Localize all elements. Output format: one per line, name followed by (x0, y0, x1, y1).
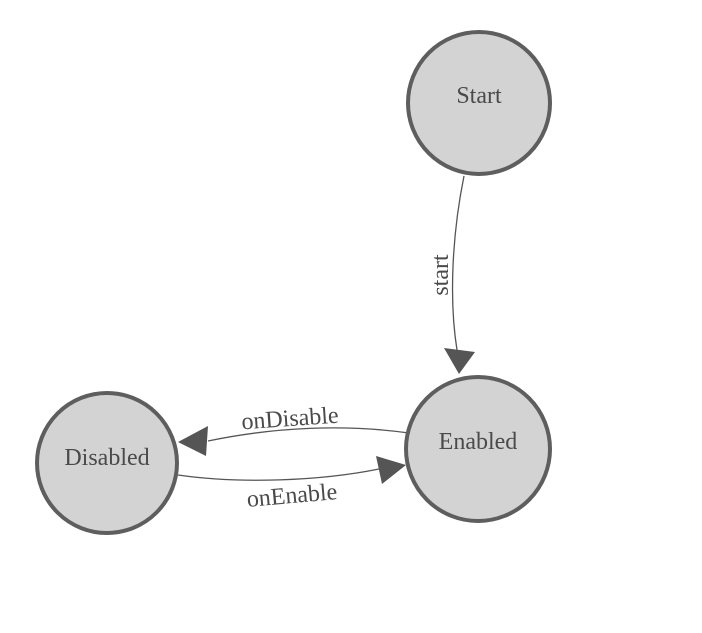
arrowhead-disabled-to-enabled-icon (376, 456, 406, 484)
edge-disabled-to-enabled[interactable]: onEnable (177, 456, 406, 513)
edge-start-to-enabled[interactable]: start (428, 175, 475, 374)
state-label-disabled: Disabled (64, 445, 149, 471)
edge-line-enabled-to-disabled[interactable] (207, 427, 410, 442)
state-node-enabled[interactable]: Enabled (404, 375, 552, 523)
state-circle-start[interactable] (406, 30, 552, 176)
state-node-start[interactable]: Start (406, 30, 552, 176)
arrowhead-enabled-to-disabled-icon (178, 426, 208, 456)
edge-enabled-to-disabled[interactable]: onDisable (178, 403, 410, 456)
edge-label-ondisable: onDisable (241, 403, 340, 436)
state-circle-enabled[interactable] (404, 375, 552, 523)
state-node-disabled[interactable]: Disabled (35, 391, 179, 535)
state-circle-disabled[interactable] (35, 391, 179, 535)
edge-label-start: start (428, 254, 454, 296)
edge-label-onenable: onEnable (246, 479, 339, 513)
state-label-enabled: Enabled (439, 429, 518, 455)
edge-line-disabled-to-enabled[interactable] (177, 468, 380, 481)
state-label-start: Start (456, 83, 502, 109)
edge-line-start-to-enabled[interactable] (451, 175, 465, 351)
arrowhead-start-to-enabled-icon (444, 348, 475, 374)
